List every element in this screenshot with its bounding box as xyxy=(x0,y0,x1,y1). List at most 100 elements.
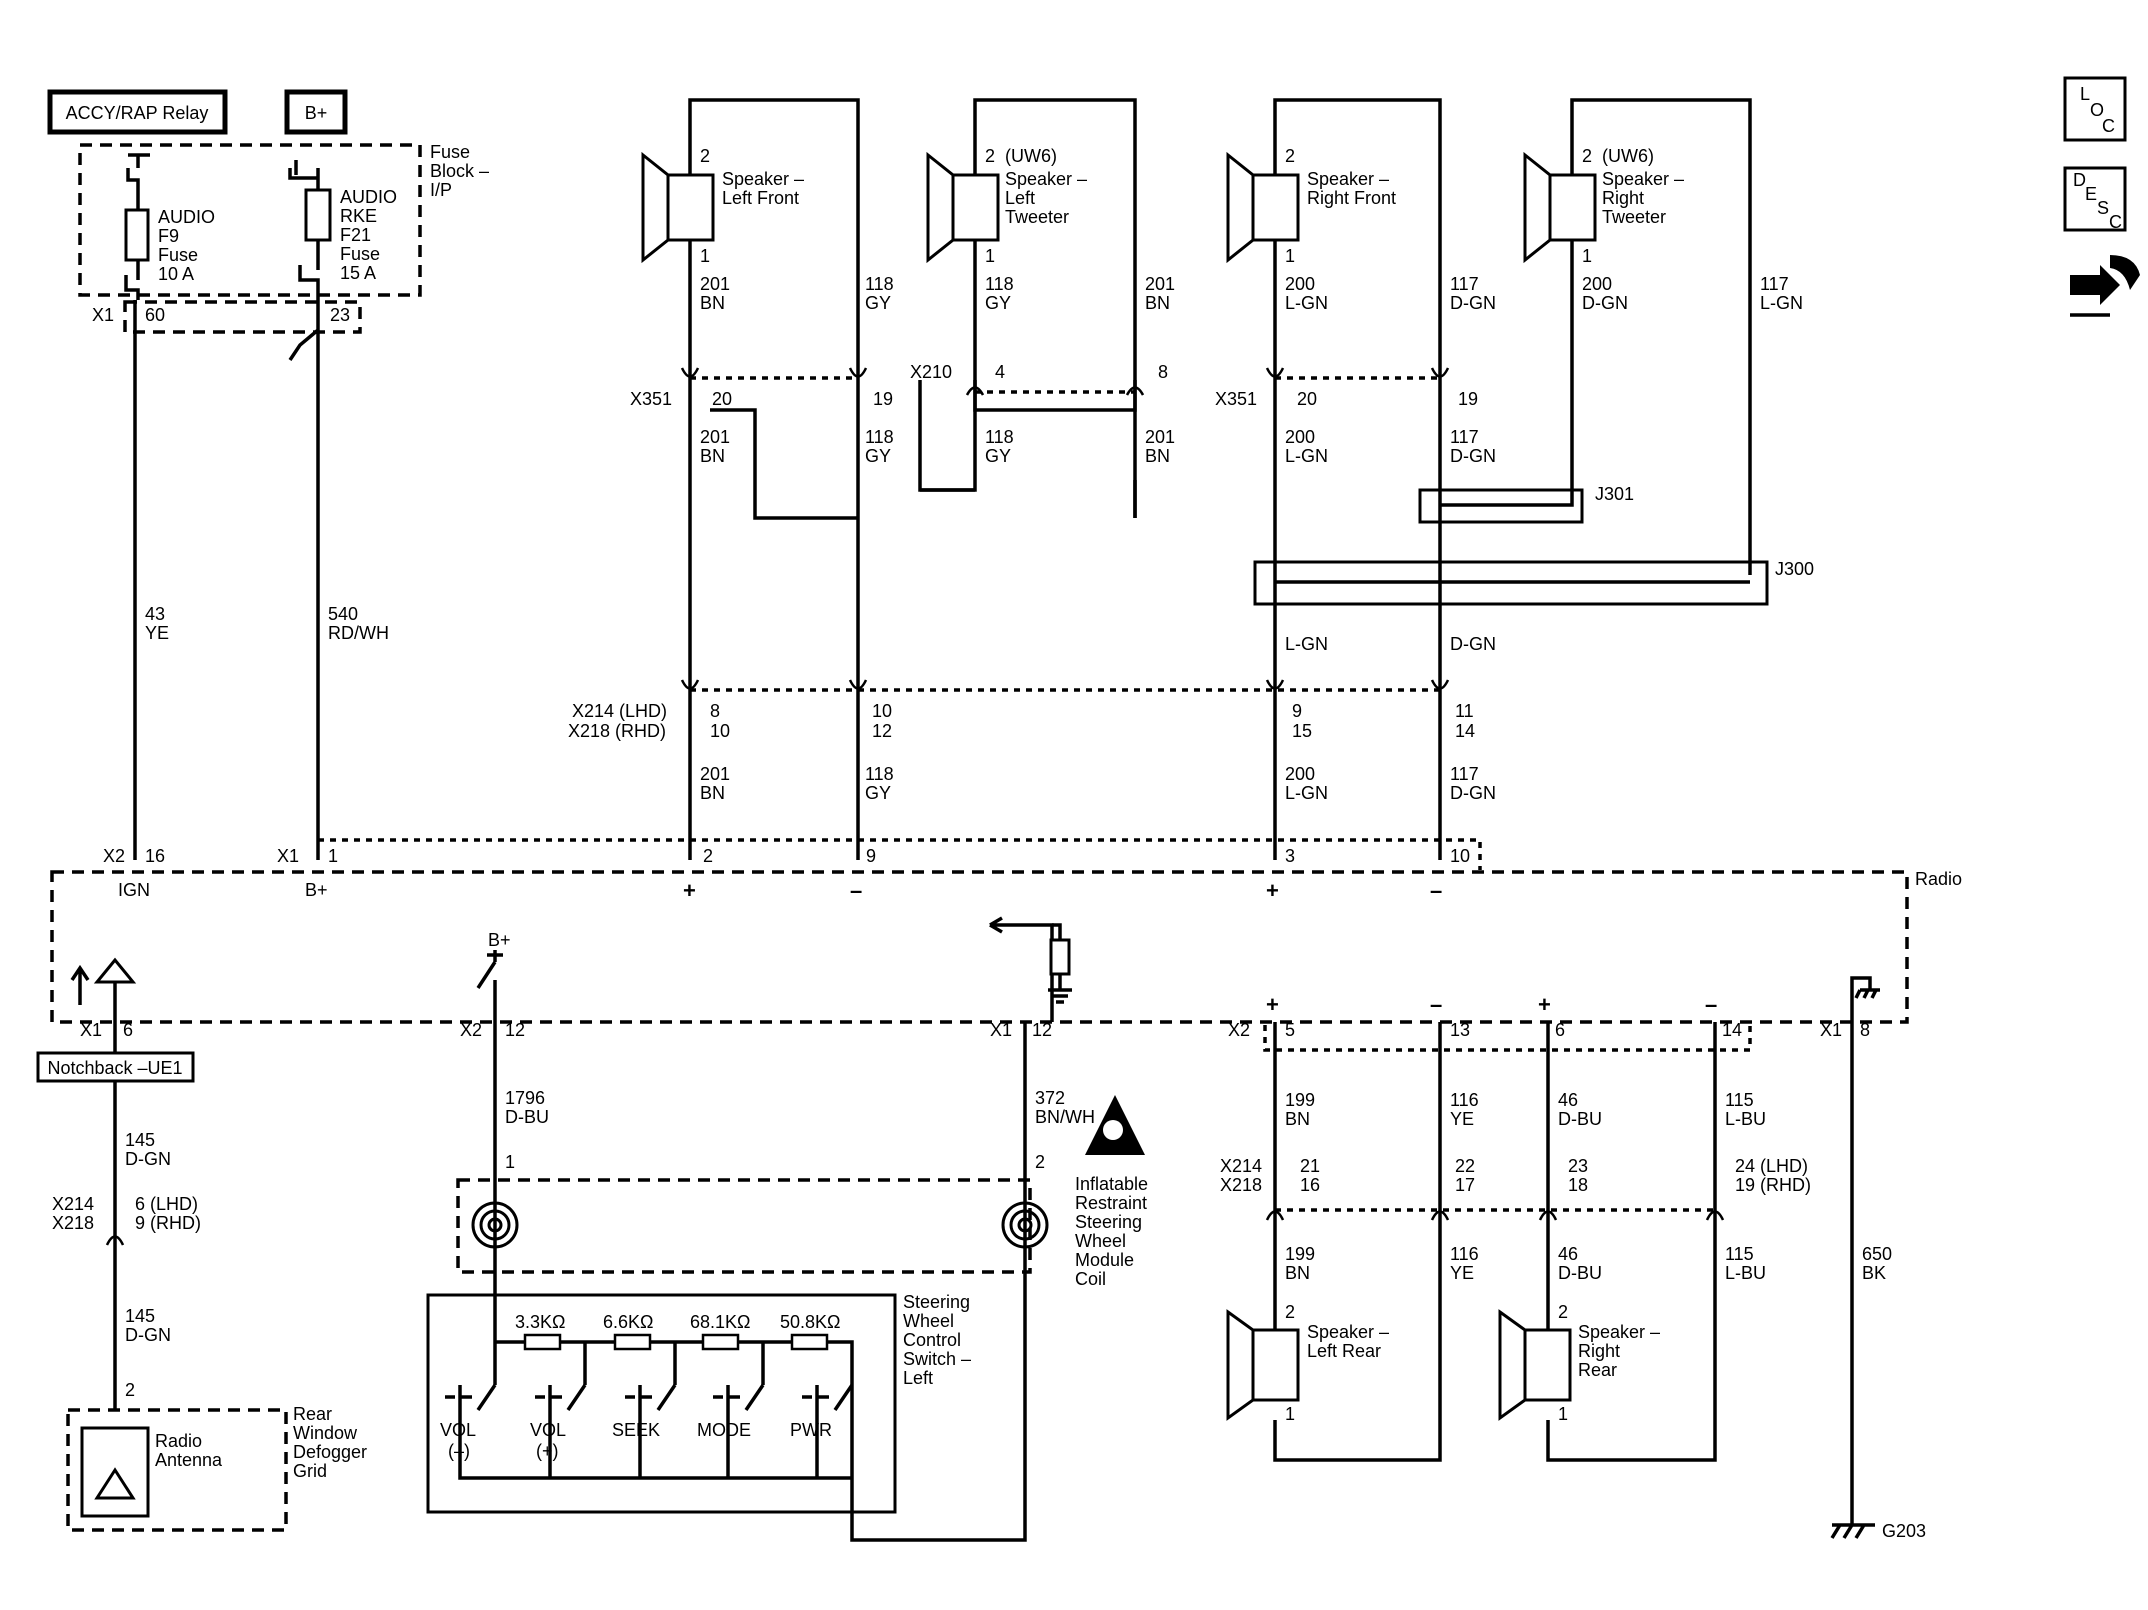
switch-outline xyxy=(426,1293,897,1514)
radio-bottom-x2b: X2 xyxy=(1228,1020,1250,1040)
speaker-left-tweeter-l2: Left xyxy=(1005,188,1035,208)
wire-201-b-num: 201 xyxy=(1145,274,1175,294)
wire-118-b-num: 118 xyxy=(985,274,1014,294)
wire-201-e-num: 201 xyxy=(700,764,730,784)
wire-201-b-color: BN xyxy=(1145,293,1170,313)
coil-right-icon xyxy=(1001,1201,1049,1249)
speaker-right-rear-l1: Speaker – xyxy=(1578,1322,1660,1342)
wire-650-num: 650 xyxy=(1862,1244,1892,1264)
rear-pin23: 23 xyxy=(1568,1156,1588,1176)
rear-pin22: 22 xyxy=(1455,1156,1475,1176)
wire-116-b-color: YE xyxy=(1450,1263,1474,1283)
grid-label-1: Rear xyxy=(293,1404,332,1424)
fuse-f21 xyxy=(304,188,332,242)
radio-bottom-x1b: X1 xyxy=(990,1020,1012,1040)
radio-switch-bplus: B+ xyxy=(488,930,511,950)
wire-145-a-color: D-GN xyxy=(125,1149,171,1169)
switch-title-2: Wheel xyxy=(903,1311,954,1331)
wire-117-b-num: 117 xyxy=(1450,427,1479,447)
speaker-right-tweeter xyxy=(1523,151,1597,264)
radio-minus-rf: – xyxy=(1430,878,1442,903)
wire-1796-color: D-BU xyxy=(505,1107,549,1127)
coil-outline xyxy=(456,1178,1032,1274)
loc-icon-o: O xyxy=(2090,100,2104,120)
fuse-f9-l4: 10 A xyxy=(158,264,194,284)
ground-g203-icon xyxy=(1830,1523,1875,1539)
desc-icon[interactable]: D E S C xyxy=(2063,166,2127,232)
x218-pin15: 15 xyxy=(1292,721,1312,741)
btn-vol-minus-2: (–) xyxy=(448,1441,470,1461)
wire-372-color: BN/WH xyxy=(1035,1107,1095,1127)
wire-118-e-num: 118 xyxy=(865,764,894,784)
radio-pin3: 3 xyxy=(1285,846,1295,866)
wire-201-d-num: 201 xyxy=(1145,427,1175,447)
rear-pin17: 17 xyxy=(1455,1175,1475,1195)
right-tweeter-pin2: 2 xyxy=(1582,146,1592,166)
radio-pin16: 16 xyxy=(145,846,165,866)
speaker-left-rear xyxy=(1226,1309,1300,1421)
x218-pin10: 10 xyxy=(710,721,730,741)
radio-bottom-pin12a: 12 xyxy=(505,1020,525,1040)
left-tweeter-pin2: 2 xyxy=(985,146,995,166)
fuse-block-label-2: Block – xyxy=(430,161,489,181)
resistor-label-3: 68.1KΩ xyxy=(690,1312,751,1332)
wire-43-num: 43 xyxy=(145,604,165,624)
btn-pwr: PWR xyxy=(790,1420,832,1440)
wire-201-c-num: 201 xyxy=(700,427,730,447)
wire-46-b-num: 46 xyxy=(1558,1244,1578,1264)
wire-118-a-color: GY xyxy=(865,293,891,313)
radio-bottom-pin6b: 6 xyxy=(1555,1020,1565,1040)
x214-pin8: 8 xyxy=(710,701,720,721)
right-tweeter-pin1: 1 xyxy=(1582,246,1592,266)
wire-118-e-color: GY xyxy=(865,783,891,803)
x351-right-label: X351 xyxy=(1215,389,1257,409)
resistor-label-1: 3.3KΩ xyxy=(515,1312,565,1332)
radio-plus-lf: + xyxy=(683,878,696,903)
wire-201-a-num: 201 xyxy=(700,274,730,294)
speaker-left-rear-l1: Speaker – xyxy=(1307,1322,1389,1342)
speaker-right-tweeter-l3: Tweeter xyxy=(1602,207,1666,227)
fuse-block-label-3: I/P xyxy=(430,180,452,200)
fuse-f9 xyxy=(124,208,150,262)
wire-540-color: RD/WH xyxy=(328,623,389,643)
switch-title-4: Switch – xyxy=(903,1349,971,1369)
switch-title-5: Left xyxy=(903,1368,933,1388)
speaker-right-front-l2: Right Front xyxy=(1307,188,1396,208)
btn-mode: MODE xyxy=(697,1420,751,1440)
j300-splice xyxy=(1253,560,1769,606)
speaker-right-front-l1: Speaker – xyxy=(1307,169,1389,189)
wire-dgn-label: D-GN xyxy=(1450,634,1496,654)
x214-pin10: 10 xyxy=(872,701,892,721)
right-rear-pin2: 2 xyxy=(1558,1302,1568,1322)
coil-label-1: Inflatable xyxy=(1075,1174,1148,1194)
ant-pin2: 2 xyxy=(125,1380,135,1400)
desc-icon-c: C xyxy=(2109,212,2122,232)
wire-200-c-num: 200 xyxy=(1285,764,1315,784)
coil-label-4: Wheel xyxy=(1075,1231,1126,1251)
fuse-f21-l4: Fuse xyxy=(340,244,380,264)
loc-icon-l: L xyxy=(2080,84,2090,104)
speaker-left-front-pin1: 1 xyxy=(700,246,710,266)
wire-145-a-num: 145 xyxy=(125,1130,155,1150)
radio-plus-rf: + xyxy=(1266,878,1279,903)
wire-118-b-color: GY xyxy=(985,293,1011,313)
x218-pin12: 12 xyxy=(872,721,892,741)
ant-pin6lhd: 6 (LHD) xyxy=(135,1194,198,1214)
resistor-6-6k xyxy=(613,1333,652,1351)
wire-118-c-num: 118 xyxy=(865,427,894,447)
loc-icon[interactable]: L O C xyxy=(2063,76,2127,142)
radio-label: Radio xyxy=(1915,869,1962,889)
rear-pin18: 18 xyxy=(1568,1175,1588,1195)
rear-pin19rhd: 19 (RHD) xyxy=(1735,1175,1811,1195)
radio-minus-lf: – xyxy=(850,878,862,903)
x214-lhd-label: X214 (LHD) xyxy=(572,701,667,721)
x351-left-pin20: 20 xyxy=(712,389,732,409)
radio-bplus-label: B+ xyxy=(305,880,328,900)
resistor-ground-icon xyxy=(989,916,1072,1022)
connector-tool-icon[interactable] xyxy=(2070,255,2140,317)
x210-label: X210 xyxy=(910,362,952,382)
fuse-f9-l1: AUDIO xyxy=(158,207,215,227)
fuse-f9-l3: Fuse xyxy=(158,245,198,265)
notchback-label: Notchback –UE1 xyxy=(47,1058,182,1078)
